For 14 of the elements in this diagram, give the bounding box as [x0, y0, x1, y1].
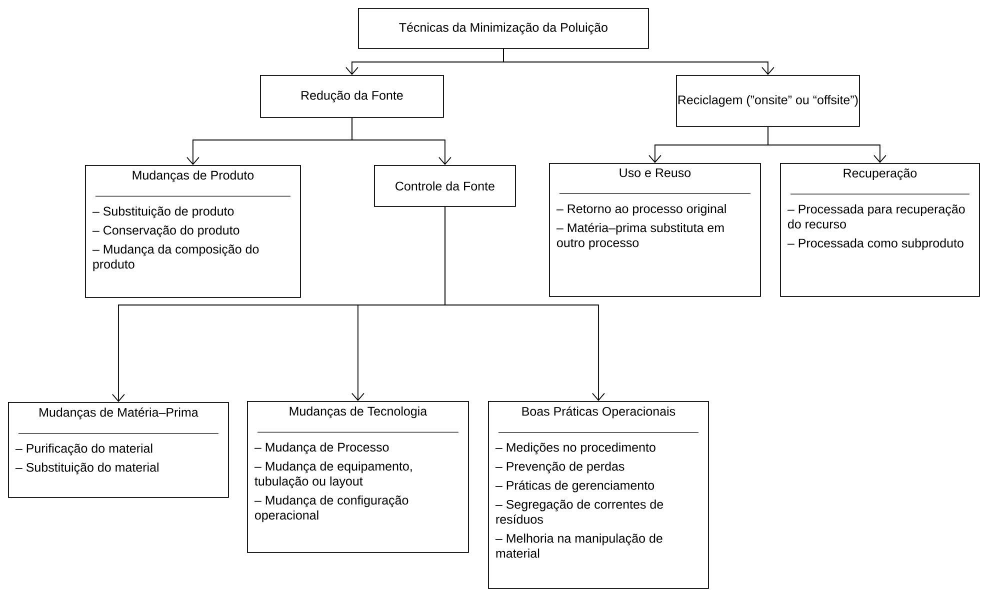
arrow: [352, 117, 452, 165]
arrow: [444, 206, 605, 401]
list-box: Mudanças de Tecnologia – Mudança de Processo – Mudança de equipamento, tubulação ou layout – Mudança de configuração operacional: [247, 401, 469, 553]
category-box: Controle da Fonte: [374, 165, 516, 207]
arrow: [503, 48, 774, 75]
list-box: Mudanças de Matéria–Prima – Purificação do material – Substituição do material: [8, 402, 229, 498]
title-box: Técnicas da Minimização da Poluição: [358, 8, 649, 49]
arrow: [768, 126, 886, 163]
category-box: Redução da Fonte: [260, 75, 444, 118]
list-box: Recuperação – Processada para recuperação do recurso – Processada como subproduto: [780, 163, 980, 297]
list-box: Uso e Reuso – Retorno ao processo original – Matéria–prima substituta em outro processo: [549, 163, 761, 297]
list-box: Boas Práticas Operacionais – Medições no procedimento – Prevenção de perdas – Práticas de gerenciamento – Segregação de correntes de resíduos – Melhoria na manipulação de material: [488, 401, 709, 589]
list-box: Mudanças de Produto – Substituição de produto – Conservação do produto – Mudança da composição do produto: [85, 165, 301, 298]
category-box: Reciclagem (”onsite” ou “offsite”): [676, 75, 860, 127]
